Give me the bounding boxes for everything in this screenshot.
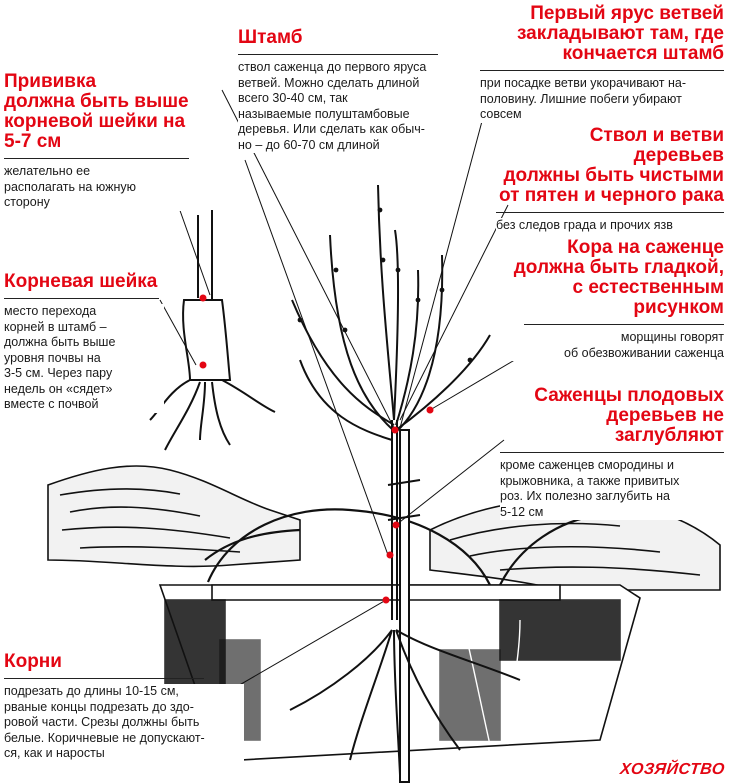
callout-clean-trunk-text: без следов града и прочих язв [496, 218, 724, 234]
callout-clean-trunk-title: Ствол и ветви деревьев должны быть чисты… [499, 125, 724, 206]
callout-not-deep: Саженцы плодовых деревьев не заглубляют … [500, 386, 724, 520]
sapling [289, 184, 521, 776]
callout-shtamb-rule [238, 54, 438, 55]
callout-shtamb-text: ствол саженца до первого яруса ветвей. М… [238, 60, 468, 153]
sapling-buds [297, 207, 473, 363]
callout-bark-text: морщины говорят об обезвоживании саженца [510, 330, 724, 361]
callout-root-collar: Корневая шейка место перехода корней в ш… [4, 272, 164, 413]
callout-roots: Корни подрезать до длины 10-15 см, рваны… [4, 652, 244, 762]
callout-not-deep-text: кроме саженцев смородины и крыжовника, а… [500, 458, 724, 520]
callout-graft-title: Прививка должна быть выше корневой шейки… [4, 71, 189, 152]
callout-clean-trunk: Ствол и ветви деревьев должны быть чисты… [496, 126, 724, 234]
callout-roots-rule [4, 678, 204, 679]
callout-bark: Кора на саженце должна быть гладкой, с е… [510, 238, 724, 361]
callout-clean-trunk-rule [496, 212, 724, 213]
callout-roots-title: Корни [4, 651, 62, 672]
callout-first-tier-text: при посадке ветви укорачивают на- полови… [480, 76, 724, 123]
graft-inset [149, 210, 276, 451]
callout-not-deep-rule [500, 452, 724, 453]
callout-first-tier-rule [480, 70, 724, 71]
publisher-logo: ХОЗЯЙСТВО [619, 761, 726, 778]
callout-shtamb: Штамб ствол саженца до первого яруса вет… [238, 28, 468, 153]
callout-dots [199, 294, 434, 604]
support-stake [387, 429, 421, 783]
callout-first-tier: Первый ярус ветвей закладывают там, где … [480, 4, 724, 123]
callout-bark-title: Кора на саженце должна быть гладкой, с е… [513, 237, 724, 318]
callout-first-tier-title: Первый ярус ветвей закладывают там, где … [516, 3, 724, 64]
callout-roots-text: подрезать до длины 10-15 см, рваные конц… [4, 684, 244, 762]
callout-bark-rule [524, 324, 724, 325]
callout-graft: Прививка должна быть выше корневой шейки… [4, 72, 204, 211]
callout-graft-rule [4, 158, 189, 159]
soil-bank-left [47, 465, 301, 568]
callout-shtamb-title: Штамб [238, 27, 303, 48]
callout-graft-text: желательно ее располагать на южную сторо… [4, 164, 204, 211]
callout-root-collar-text: место перехода корней в штамб – должна б… [4, 304, 164, 413]
callout-root-collar-title: Корневая шейка [4, 271, 158, 292]
callout-root-collar-rule [4, 298, 159, 299]
callout-not-deep-title: Саженцы плодовых деревьев не заглубляют [534, 385, 724, 446]
